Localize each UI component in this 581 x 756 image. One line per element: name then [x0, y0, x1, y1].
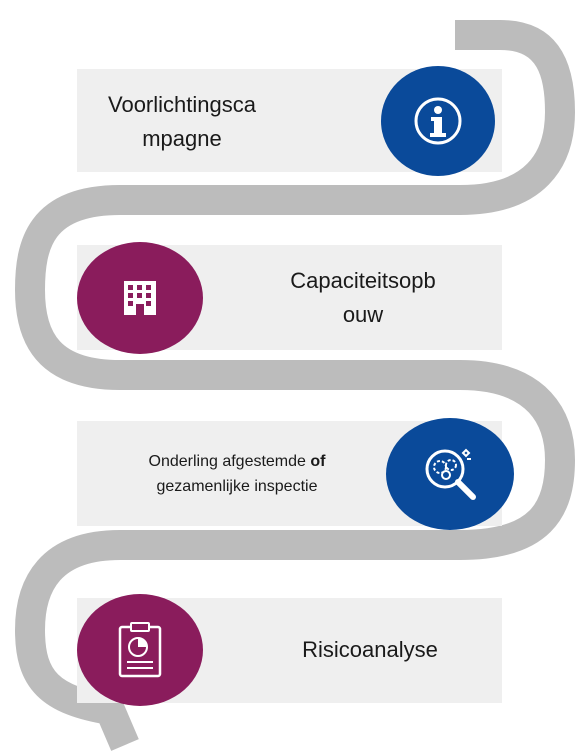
- clipboard-chart-icon: [118, 622, 162, 678]
- step-label-capaciteitsopbouw: Capaciteitsopb ouw: [268, 262, 458, 334]
- magnifier-gears-icon-circle: [386, 418, 514, 530]
- step-label-line: Onderling afgestemde of: [148, 453, 326, 470]
- step-label-line: ouw: [342, 302, 384, 327]
- step-label-line: Voorlichtingsca: [108, 92, 256, 117]
- step-label-risicoanalyse: Risicoanalyse: [270, 628, 470, 672]
- building-icon-circle: [77, 242, 203, 354]
- info-icon-circle: [381, 66, 495, 176]
- bold-word: of: [310, 453, 326, 470]
- step-label-line: Risicoanalyse: [302, 637, 438, 662]
- step-label-line: Capaciteitsopb: [290, 268, 436, 293]
- building-icon: [124, 281, 156, 315]
- info-icon: [414, 97, 462, 145]
- step-label-voorlichtingscampagne: Voorlichtingsca mpagne: [82, 86, 282, 158]
- clipboard-chart-icon-circle: [77, 594, 203, 706]
- magnifier-gears-icon: [425, 448, 476, 500]
- step-label-line: gezamenlijke inspectie: [156, 478, 318, 495]
- step-label-line: mpagne: [142, 126, 222, 151]
- step-label-inspectie: Onderling afgestemde of gezamenlijke ins…: [92, 446, 382, 502]
